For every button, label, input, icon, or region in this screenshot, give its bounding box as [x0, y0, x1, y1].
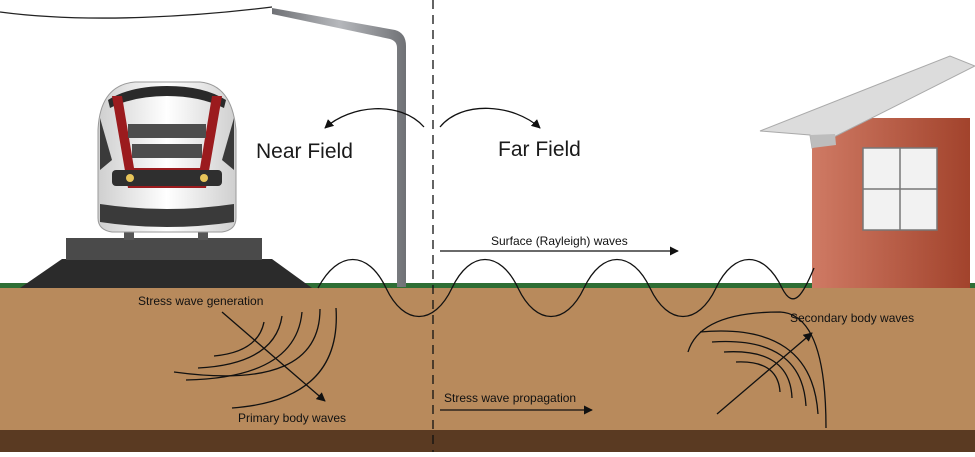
utility-pole-icon: [272, 8, 406, 287]
far-field-arrow: [439, 107, 541, 129]
track-embankment: [20, 259, 312, 288]
secondary-wave-arrow: [716, 332, 813, 415]
primary-wave-arrow: [221, 311, 326, 402]
train-icon: [20, 81, 312, 288]
soil-layer: [0, 287, 975, 430]
stress-generation-label: Stress wave generation: [138, 294, 263, 308]
overhead-wire: [0, 6, 273, 19]
house-roof: [759, 55, 975, 149]
stress-propagation-label: Stress wave propagation: [444, 391, 576, 405]
near-field-arrow: [324, 108, 425, 129]
secondary-wave-fronts: [687, 311, 827, 429]
grass-strip: [0, 283, 975, 288]
primary-wave-label: Primary body waves: [238, 411, 346, 425]
secondary-wave-label: Secondary body waves: [790, 311, 914, 325]
near-field-label: Near Field: [256, 140, 353, 163]
bedrock-layer: [0, 430, 975, 452]
house-icon: [759, 55, 975, 288]
surface-wave-label: Surface (Rayleigh) waves: [491, 234, 628, 248]
surface-wave: [317, 259, 815, 317]
far-field-label: Far Field: [498, 138, 581, 161]
primary-wave-fronts: [173, 307, 337, 409]
track-bed: [66, 238, 262, 260]
